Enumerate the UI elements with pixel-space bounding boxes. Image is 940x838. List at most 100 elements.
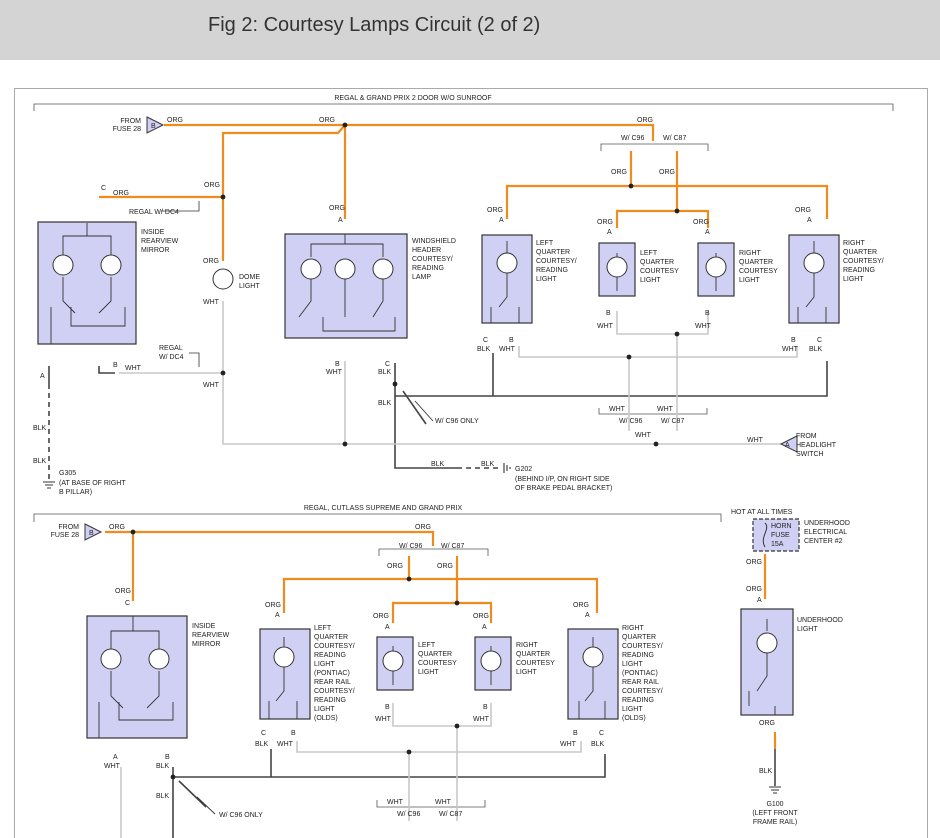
bottom-lqr-9: READING	[314, 697, 346, 704]
bottom-org-4: ORG	[437, 563, 453, 570]
top-org-5: ORG	[659, 169, 675, 176]
option-bracket-wht-bottom	[376, 800, 486, 808]
bottom-wht-wires	[120, 703, 582, 838]
top-org-4: ORG	[611, 169, 627, 176]
bottom-a-lq: A	[385, 624, 390, 631]
top-c96-only: W/ C96 ONLY	[435, 418, 479, 425]
top-mirror-label-2: REARVIEW	[141, 238, 179, 245]
bottom-g100-3: FRAME RAIL)	[753, 819, 797, 826]
regal-dc4-hook	[161, 201, 200, 212]
bottom-wht-opt1: WHT	[387, 799, 404, 806]
top-regal2-2: W/ DC4	[159, 354, 184, 361]
bottom-c96-only: W/ C96 ONLY	[219, 812, 263, 819]
bottom-org-uh: ORG	[746, 559, 762, 566]
top-c-rqr: C	[817, 337, 822, 344]
top-wht-dome: WHT	[203, 299, 220, 306]
bottom-uhl-1: UNDERHOOD	[797, 617, 843, 624]
bottom-a-lqr: A	[275, 612, 280, 619]
top-headlight-2: HEADLIGHT	[796, 442, 837, 449]
bottom-b-lqr: B	[291, 730, 296, 737]
bottom-lq-2: QUARTER	[418, 651, 452, 658]
top-lqr-label-4: READING	[536, 267, 568, 274]
top-c-mirror: C	[101, 185, 106, 192]
bottom-org-8: ORG	[473, 613, 489, 620]
bottom-blk-lqr: BLK	[255, 741, 269, 748]
bottom-rqr-8: COURTESY/	[622, 688, 663, 695]
bottom-fuse-conn: B	[89, 530, 94, 537]
top-c96-b: W/ C96	[619, 418, 642, 425]
top-a-lq: A	[607, 229, 612, 236]
bottom-org-2: ORG	[415, 524, 431, 531]
section-bracket-bottom	[33, 513, 722, 522]
internal-wiring	[50, 223, 827, 738]
bottom-lq-1: LEFT	[418, 642, 436, 649]
bottom-lq-3: COURTESY	[418, 660, 457, 667]
top-wht-rq: WHT	[695, 323, 712, 330]
option-bracket-wht-top	[598, 408, 708, 415]
top-org-wires	[99, 123, 829, 261]
bottom-org-uh2: ORG	[746, 586, 762, 593]
bottom-rqr-9: READING	[622, 697, 654, 704]
bottom-rqr-7: REAR RAIL	[622, 679, 659, 686]
bottom-lqr-6: (PONTIAC)	[314, 670, 350, 677]
top-blk-2: BLK	[378, 400, 392, 407]
bottom-rq-4: LIGHT	[516, 669, 537, 676]
top-rqr-label-2: QUARTER	[843, 249, 877, 256]
top-blk-g202-1: BLK	[431, 461, 445, 468]
top-a-mirror: A	[40, 373, 45, 380]
bottom-rqr-6: (PONTIAC)	[622, 670, 658, 677]
top-wht-opt1: WHT	[609, 406, 626, 413]
top-dome-label-1: DOME	[239, 274, 260, 281]
bottom-c-rqr: C	[599, 730, 604, 737]
bottom-section-title: REGAL, CUTLASS SUPREME AND GRAND PRIX	[304, 505, 463, 512]
top-blk-g305-2: BLK	[33, 458, 47, 465]
bottom-horn-3: 15A	[771, 541, 784, 548]
figure-header: Fig 2: Courtesy Lamps Circuit (2 of 2)	[0, 0, 940, 60]
top-regal2-1: REGAL	[159, 345, 183, 352]
bottom-rq-3: COURTESY	[516, 660, 555, 667]
bottom-org-5: ORG	[115, 588, 131, 595]
bottom-lqr-8: COURTESY/	[314, 688, 355, 695]
option-bracket-c96-c87	[600, 143, 709, 151]
bottom-hot: HOT AT ALL TIMES	[731, 509, 793, 516]
horn-fuse-box	[752, 518, 800, 552]
bottom-wht-lq: WHT	[375, 716, 392, 723]
bottom-org-1: ORG	[109, 524, 125, 531]
top-wht-6: WHT	[635, 432, 652, 439]
top-rq-label-2: QUARTER	[739, 259, 773, 266]
top-blk-g305-1: BLK	[33, 425, 47, 432]
bottom-blk-mirror: BLK	[156, 763, 170, 770]
bottom-g100-1: G100	[766, 801, 783, 808]
bottom-wht-lqr: WHT	[277, 741, 294, 748]
top-wind-label-1: WINDSHIELD	[412, 238, 456, 245]
top-headlight-3: SWITCH	[796, 451, 824, 458]
top-lq-label-1: LEFT	[640, 250, 658, 257]
top-blk-lqr: BLK	[477, 346, 491, 353]
bottom-lqr-11: (OLDS)	[314, 715, 338, 722]
top-a-rqr: A	[807, 217, 812, 224]
top-lqr-label-1: LEFT	[536, 240, 554, 247]
top-b-rq: B	[705, 310, 710, 317]
top-blk-rqr: BLK	[809, 346, 823, 353]
bottom-b-mirror: B	[165, 754, 170, 761]
bottom-org-9: ORG	[573, 602, 589, 609]
top-org-3: ORG	[637, 117, 653, 124]
bottom-from-fuse-1: FROM	[58, 524, 79, 531]
bottom-org-uh3: ORG	[759, 720, 775, 727]
connector-symbols	[84, 116, 798, 541]
top-mirror-label-3: MIRROR	[141, 247, 169, 254]
top-rq-label-3: COURTESY	[739, 268, 778, 275]
top-dome-label-2: LIGHT	[239, 283, 260, 290]
top-lq-label-4: LIGHT	[640, 277, 661, 284]
bottom-rqr-2: QUARTER	[622, 634, 656, 641]
top-g202-3: OF BRAKE PEDAL BRACKET)	[515, 485, 612, 492]
bottom-mirror-label-3: MIRROR	[192, 641, 220, 648]
bottom-wht-rqr: WHT	[560, 741, 577, 748]
bottom-lqr-4: READING	[314, 652, 346, 659]
top-c87: W/ C87	[663, 135, 686, 142]
top-wht-rqr: WHT	[782, 346, 799, 353]
top-wht-wind: WHT	[326, 369, 343, 376]
top-wht-7: WHT	[747, 437, 764, 444]
top-g202-2: (BEHIND I/P, ON RIGHT SIDE	[515, 476, 610, 483]
bottom-uhl-2: LIGHT	[797, 626, 818, 633]
